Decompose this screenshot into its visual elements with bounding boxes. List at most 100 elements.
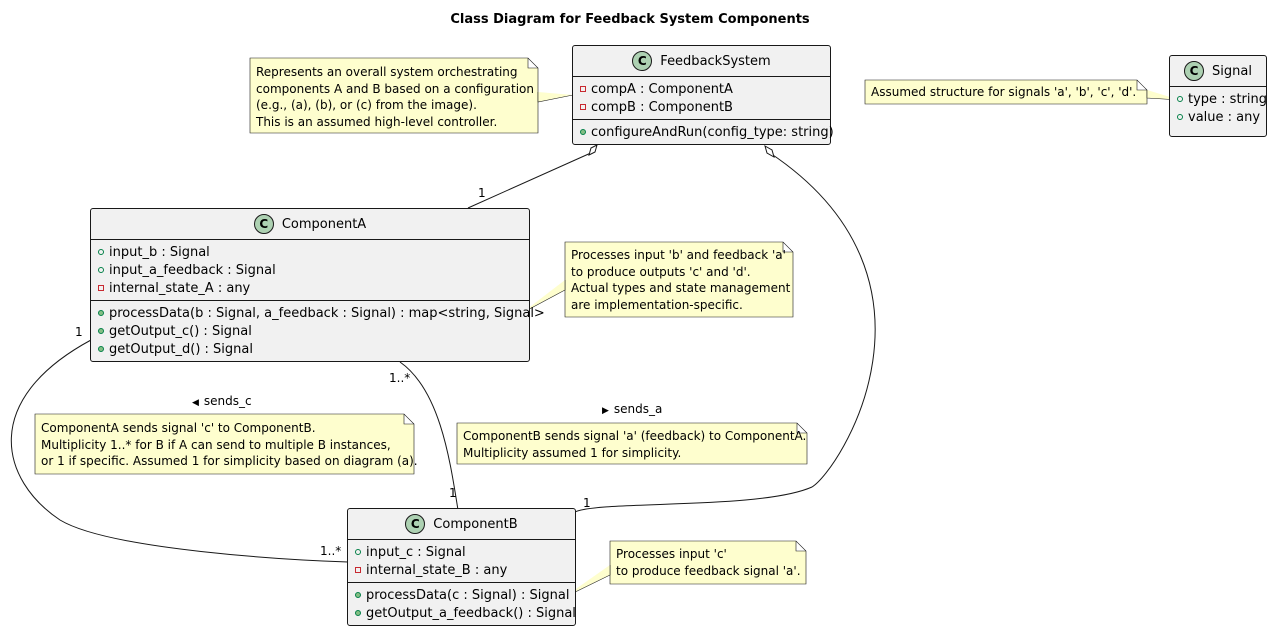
attribute-row: input_a_feedback : Signal — [98, 261, 529, 279]
multiplicity-fs-a: 1 — [478, 186, 486, 200]
direction-arrow-icon: ◀ — [192, 398, 199, 408]
private-visibility-icon — [580, 104, 586, 110]
public-visibility-icon — [98, 267, 104, 273]
attribute-text: value : any — [1188, 109, 1261, 125]
method-text: processData(b : Signal, a_feedback : Sig… — [109, 305, 545, 321]
class-header: C ComponentB — [348, 509, 575, 540]
public-method-icon — [355, 610, 361, 616]
public-method-icon — [580, 129, 586, 135]
note-line: (e.g., (a), (b), or (c) from the image). — [256, 98, 477, 112]
note-line: Assumed structure for signals 'a', 'b', … — [871, 85, 1137, 99]
method-text: processData(c : Signal) : Signal — [366, 587, 570, 603]
note-connector-component-a — [521, 280, 566, 314]
relation-name: sends_a — [613, 402, 663, 416]
public-method-icon — [98, 310, 104, 316]
multiplicity-fs-b: 1 — [583, 496, 591, 510]
note-line: Multiplicity assumed 1 for simplicity. — [463, 445, 682, 460]
private-visibility-icon — [355, 567, 361, 573]
note-line: ComponentB sends signal 'a' (feedback) t… — [463, 429, 807, 443]
class-feedback-system[interactable]: C FeedbackSystem compA : ComponentA comp… — [572, 45, 834, 145]
note-signal: Assumed structure for signals 'a', 'b', … — [871, 84, 1136, 101]
method-text: configureAndRun(config_type: string) — [591, 124, 834, 140]
relation-name: sends_c — [203, 394, 252, 408]
attribute-row: compA : ComponentA — [580, 80, 830, 98]
public-visibility-icon — [98, 249, 104, 255]
attribute-row: input_c : Signal — [355, 543, 575, 561]
note-line: are implementation-specific. — [571, 297, 743, 312]
method-text: getOutput_a_feedback() : Signal — [366, 605, 576, 621]
attribute-text: type : string — [1188, 91, 1268, 107]
note-line: components A and B based on a configurat… — [256, 81, 534, 96]
attribute-text: internal_state_A : any — [109, 280, 251, 296]
class-icon: C — [253, 214, 274, 234]
note-line: Processes input 'b' and feedback 'a' — [571, 248, 786, 262]
diagram-title: Class Diagram for Feedback System Compon… — [450, 12, 810, 27]
method-row: getOutput_c() : Signal — [98, 322, 529, 340]
class-signal[interactable]: C Signal type : string value : any — [1169, 55, 1267, 137]
note-sends-c: ComponentA sends signal 'c' to Component… — [41, 420, 418, 470]
note-line: Multiplicity 1..* for B if A can send to… — [41, 437, 391, 452]
public-visibility-icon — [1177, 114, 1183, 120]
public-visibility-icon — [355, 549, 361, 555]
note-line: This is an assumed high-level controller… — [256, 114, 498, 129]
methods-section: processData(b : Signal, a_feedback : Sig… — [91, 301, 545, 361]
attribute-text: compB : ComponentB — [591, 99, 733, 115]
multiplicity-sends-c-target: 1..* — [320, 544, 342, 558]
multiplicity-sends-a-source: 1 — [449, 486, 457, 500]
attribute-row: internal_state_B : any — [355, 561, 575, 579]
note-line: ComponentA sends signal 'c' to Component… — [41, 421, 316, 435]
attributes-section: input_b : Signal input_a_feedback : Sign… — [91, 240, 529, 301]
attribute-text: input_b : Signal — [109, 244, 210, 260]
note-line: to produce outputs 'c' and 'd'. — [571, 264, 751, 279]
aggregation-line-fs-a — [467, 151, 594, 209]
note-shape-sends-a — [456, 422, 808, 465]
class-header: C FeedbackSystem — [573, 46, 830, 77]
methods-section: processData(c : Signal) : Signal getOutp… — [348, 583, 576, 625]
attributes-section: compA : ComponentA compB : ComponentB — [573, 77, 830, 120]
method-row: getOutput_a_feedback() : Signal — [355, 604, 576, 622]
class-icon: C — [405, 514, 426, 534]
attributes-section: input_c : Signal internal_state_B : any — [348, 540, 575, 583]
note-sends-a: ComponentB sends signal 'a' (feedback) t… — [463, 428, 806, 461]
class-component-a[interactable]: C ComponentA input_b : Signal input_a_fe… — [90, 208, 545, 362]
class-name: Signal — [1212, 63, 1252, 79]
multiplicity-sends-a-target: 1..* — [389, 371, 411, 385]
class-header: C Signal — [1170, 56, 1266, 87]
public-method-icon — [355, 592, 361, 598]
method-row: getOutput_d() : Signal — [98, 340, 529, 358]
public-method-icon — [98, 346, 104, 352]
note-line: or 1 if specific. Assumed 1 for simplici… — [41, 454, 418, 468]
private-visibility-icon — [580, 86, 586, 92]
class-header: C ComponentA — [91, 209, 529, 240]
sends-c-label: ◀ sends_c — [192, 394, 252, 408]
method-text: getOutput_d() : Signal — [109, 341, 253, 357]
class-icon: C — [1184, 61, 1205, 81]
public-method-icon — [98, 328, 104, 334]
attribute-text: internal_state_B : any — [366, 562, 508, 578]
sends-c-line — [10, 339, 349, 563]
aggregation-diamond-fs-a — [588, 144, 598, 156]
attribute-row: internal_state_A : any — [98, 279, 529, 297]
sends-a-line — [399, 361, 459, 511]
note-shape-sends-c — [34, 413, 415, 475]
aggregation-diamond-fs-b — [764, 144, 775, 159]
method-row: processData(b : Signal, a_feedback : Sig… — [98, 304, 545, 322]
note-shape-component-a — [564, 241, 794, 318]
note-component-a: Processes input 'b' and feedback 'a' to … — [571, 247, 790, 313]
note-line: Represents an overall system orchestrati… — [256, 65, 518, 79]
class-name: FeedbackSystem — [660, 53, 771, 69]
multiplicity-sends-c-source: 1 — [75, 325, 83, 339]
class-component-b[interactable]: C ComponentB input_c : Signal internal_s… — [347, 508, 576, 626]
note-component-b: Processes input 'c' to produce feedback … — [616, 546, 801, 579]
sends-a-label: ▶sends_a — [602, 402, 662, 416]
method-row: processData(c : Signal) : Signal — [355, 586, 575, 604]
attribute-row: input_b : Signal — [98, 243, 529, 261]
note-line: to produce feedback signal 'a'. — [616, 563, 801, 578]
note-connector-feedback-system — [537, 92, 574, 103]
attribute-text: input_c : Signal — [366, 544, 466, 560]
method-row: configureAndRun(config_type: string) — [580, 123, 834, 141]
attribute-text: compA : ComponentA — [591, 81, 733, 97]
aggregation-line-fs-b — [574, 152, 876, 513]
note-line: Actual types and state management — [571, 281, 791, 295]
public-visibility-icon — [1177, 96, 1183, 102]
